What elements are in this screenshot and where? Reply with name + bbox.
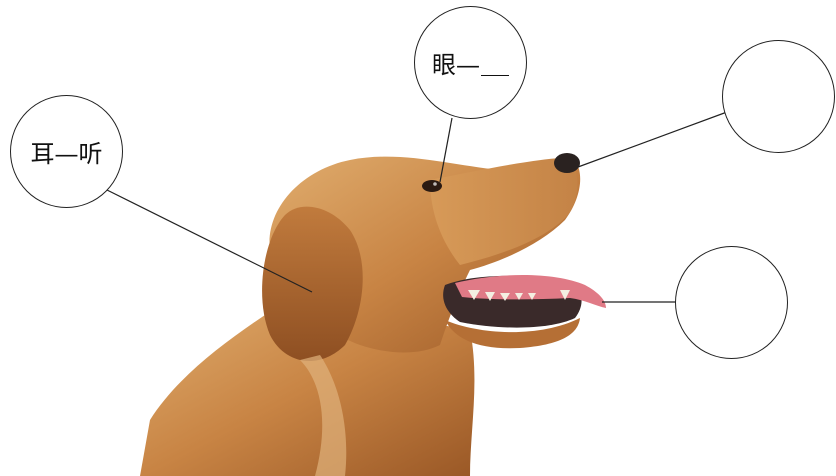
dog-nose [554, 153, 580, 173]
eye-label-text: 眼— [432, 45, 480, 80]
ear-label-text: 耳—听 [31, 134, 103, 169]
eye-answer-blank[interactable] [481, 49, 509, 75]
eye-label-circle: 眼— [414, 6, 527, 119]
nose-label-circle[interactable] [722, 40, 835, 153]
nose-leader-line [578, 112, 727, 167]
mouth-label-circle[interactable] [675, 246, 788, 359]
dog-eye [422, 180, 442, 192]
ear-label-circle: 耳—听 [10, 95, 123, 208]
dog-ear [262, 207, 363, 361]
